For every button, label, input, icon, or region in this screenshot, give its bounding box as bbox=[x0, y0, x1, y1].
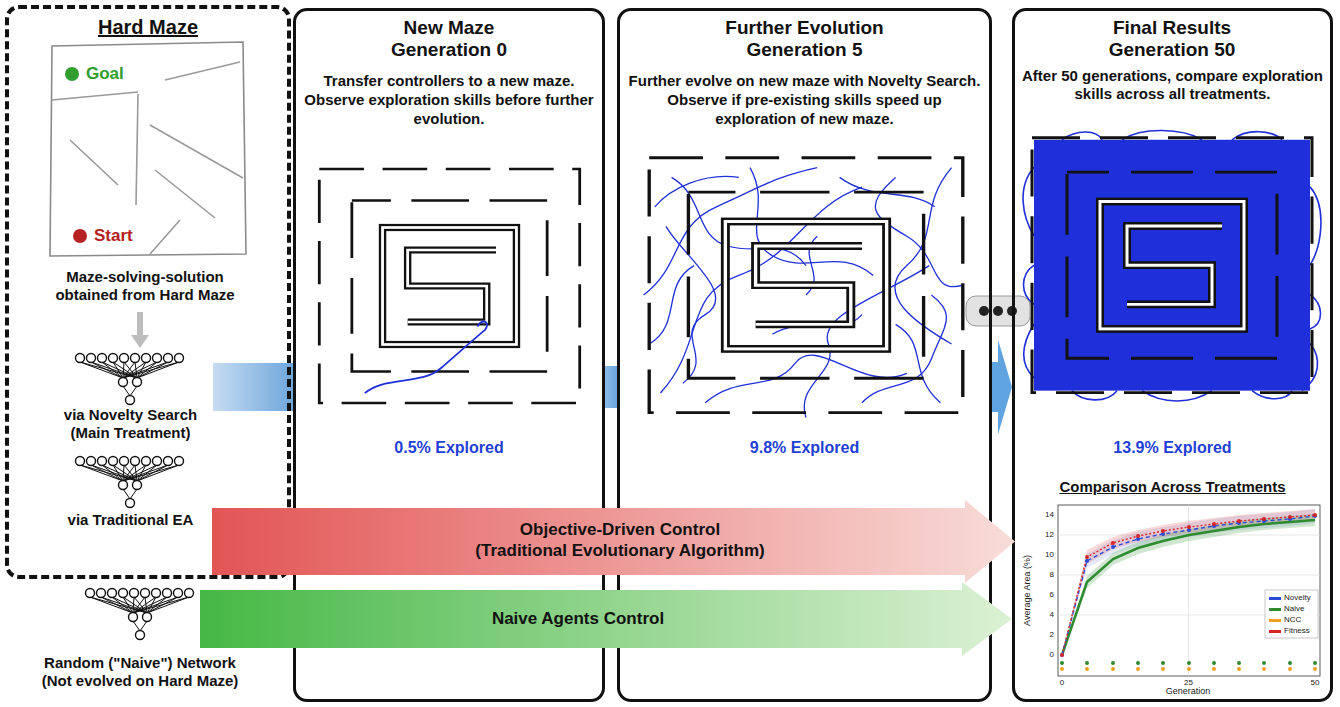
network-icons bbox=[76, 354, 194, 640]
band-label: Objective-Driven Control bbox=[410, 520, 830, 540]
chart-title: Comparison Across Treatments bbox=[1015, 478, 1330, 496]
band-label: Naive Agents Control bbox=[428, 609, 728, 629]
tick-label: 4 bbox=[1033, 610, 1054, 620]
panel-title: Final Results Generation 50 bbox=[1092, 17, 1252, 61]
maze-generation-0 bbox=[319, 169, 579, 403]
tick-label: 0 bbox=[1033, 650, 1054, 660]
transfer-arrow bbox=[131, 312, 149, 348]
flow-arrow bbox=[992, 340, 1012, 435]
hard-maze-map bbox=[50, 42, 246, 256]
maze-generation-0 bbox=[365, 322, 487, 394]
hard-maze-map bbox=[73, 229, 87, 243]
transfer-arrow bbox=[137, 312, 143, 336]
maze-generation-5 bbox=[896, 324, 941, 402]
legend-label: Naive bbox=[1284, 604, 1304, 614]
network-label: via Novelty Search (Main Treatment) bbox=[48, 406, 213, 442]
explored-percentage: 13.9% Explored bbox=[1015, 438, 1330, 458]
network-icons bbox=[86, 589, 194, 640]
network-node: via Traditional EA bbox=[48, 453, 213, 533]
control-band: Objective-Driven Control(Traditional Evo… bbox=[212, 500, 1015, 583]
panel-title: Hard Maze bbox=[9, 15, 287, 39]
legend-label: Fitness bbox=[1284, 626, 1310, 636]
continuation-dots bbox=[966, 296, 1030, 326]
maze-generation-5 bbox=[666, 226, 716, 383]
legend-label: Novelty bbox=[1284, 593, 1311, 603]
maze-generation-5 bbox=[644, 158, 963, 418]
hard-maze-map bbox=[50, 42, 246, 256]
network-icons bbox=[76, 457, 184, 508]
explored-percentage: 9.8% Explored bbox=[620, 438, 989, 458]
maze-generation-5 bbox=[644, 168, 963, 418]
band-arrow bbox=[200, 582, 1012, 656]
comparison-chart bbox=[1062, 667, 1315, 671]
tick-label: 8 bbox=[1033, 570, 1054, 580]
band-arrow bbox=[212, 500, 1015, 583]
panel-title: New Maze Generation 0 bbox=[374, 17, 524, 61]
comparison-chart bbox=[1058, 505, 1320, 676]
network-node: via Novelty Search (Main Treatment) bbox=[48, 350, 213, 444]
comparison-chart bbox=[1062, 661, 1315, 665]
panel-description: Further evolve on new maze with Novelty … bbox=[626, 71, 983, 128]
hard-maze-map bbox=[65, 67, 79, 81]
start-label: Start bbox=[94, 226, 133, 246]
transfer-note: Maze-solving-solution obtained from Hard… bbox=[45, 268, 245, 304]
flow-arrow bbox=[605, 366, 617, 408]
continuation-dots bbox=[966, 296, 1030, 326]
comparison-chart bbox=[1058, 505, 1320, 676]
legend-swatch bbox=[1269, 630, 1281, 633]
tick-label: 2 bbox=[1033, 630, 1054, 640]
tick-label: 25 bbox=[1177, 678, 1201, 688]
axis-label: Generation bbox=[1138, 686, 1238, 697]
band-label: (Traditional Evolutionary Algorithm) bbox=[410, 541, 830, 561]
network-label: via Traditional EA bbox=[48, 511, 213, 529]
panel-description: Transfer controllers to a new maze. Obse… bbox=[304, 71, 594, 128]
tick-label: 10 bbox=[1033, 550, 1054, 560]
maze-generation-50 bbox=[1023, 131, 1321, 401]
tick-label: 12 bbox=[1033, 530, 1054, 540]
continuation-dots bbox=[993, 306, 1003, 316]
network-label: Random ("Naive") Network (Not evolved on… bbox=[34, 654, 246, 690]
tick-label: 14 bbox=[1033, 510, 1054, 520]
tick-label: 0 bbox=[1050, 678, 1074, 688]
maze-generation-0 bbox=[319, 169, 579, 403]
tick-label: 6 bbox=[1033, 590, 1054, 600]
transfer-arrow bbox=[131, 335, 149, 348]
explored-percentage: 0.5% Explored bbox=[296, 438, 602, 458]
maze-generation-50 bbox=[1023, 131, 1321, 401]
legend-label: NCC bbox=[1284, 615, 1301, 625]
panel-description: After 50 generations, compare exploratio… bbox=[1020, 67, 1325, 103]
maze-generation-0 bbox=[365, 322, 487, 394]
comparison-chart bbox=[1058, 505, 1320, 676]
legend-swatch bbox=[1269, 608, 1281, 611]
network-icons bbox=[76, 354, 184, 405]
continuation-dots bbox=[979, 306, 989, 316]
maze-generation-50 bbox=[1302, 344, 1318, 391]
legend-swatch bbox=[1269, 597, 1281, 600]
maze-generation-50 bbox=[1032, 138, 1312, 393]
panel-title: Further Evolution Generation 5 bbox=[707, 17, 902, 61]
hard-maze-map bbox=[52, 62, 243, 254]
flow-arrow bbox=[213, 363, 293, 411]
axis-label: Average Area (%) bbox=[1022, 555, 1033, 626]
goal-label: Goal bbox=[86, 64, 124, 84]
comparison-chart bbox=[1265, 590, 1318, 638]
tick-label: 50 bbox=[1303, 678, 1327, 688]
legend-swatch bbox=[1269, 619, 1281, 622]
maze-generation-5 bbox=[649, 158, 963, 413]
control-band: Naive Agents Control bbox=[200, 582, 1012, 656]
